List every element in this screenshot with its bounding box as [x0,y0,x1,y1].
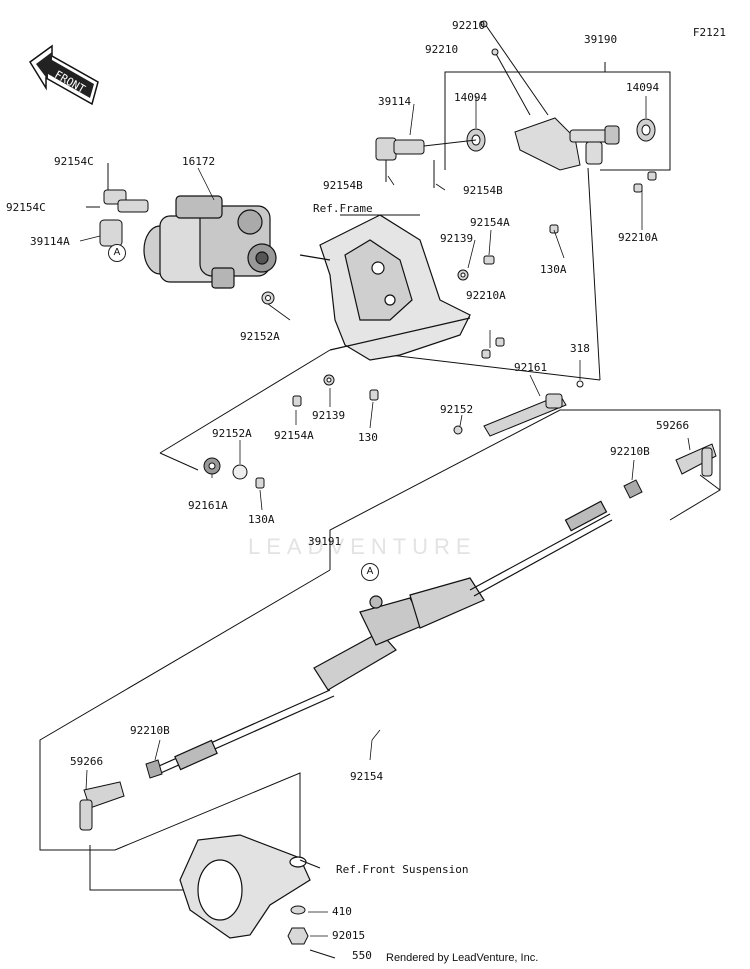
part-92154B-left[interactable]: 92154B [323,179,363,192]
part-130[interactable]: 130 [358,431,378,444]
group-bracket-39191 [39,409,721,851]
eps-motor-unit [143,195,277,289]
steering-rack [149,500,613,777]
part-92154B-right[interactable]: 92154B [463,184,503,197]
part-39114A[interactable]: 39114A [30,235,70,248]
part-92139-lower[interactable]: 92139 [312,409,346,422]
part-59266-left[interactable]: 59266 [70,755,104,768]
part-92152A-lower[interactable]: 92152A [212,427,252,440]
u-joint-39114 [375,137,477,188]
watermark: LEADVENTURE [248,534,477,559]
frame-reference-lines [159,167,601,471]
part-92161[interactable]: 92161 [514,361,548,374]
link-92161 [483,380,584,437]
part-92210-second[interactable]: 92210 [425,43,459,56]
ref-frame-label[interactable]: Ref.Frame [313,202,373,215]
part-92015[interactable]: 92015 [332,929,366,942]
lower-hardware [287,905,336,959]
part-318[interactable]: 318 [570,342,590,355]
part-92152A-upper[interactable]: 92152A [240,330,280,343]
frame-structure [299,214,471,361]
leader-lines [79,96,691,937]
steering-column [466,23,656,171]
steering-knuckle [179,834,321,939]
part-92210-top[interactable]: 92210 [452,19,486,32]
part-14094-right[interactable]: 14094 [626,81,660,94]
part-130A-upper[interactable]: 130A [540,263,567,276]
part-92154A-lower[interactable]: 92154A [274,429,314,442]
part-59266-right[interactable]: 59266 [656,419,690,432]
part-92210B-left[interactable]: 92210B [130,724,170,737]
part-92154C-left[interactable]: 92154C [6,201,46,214]
hardware [203,20,657,489]
part-92154A-upper[interactable]: 92154A [470,216,510,229]
u-joint-39114A [86,163,149,247]
part-92152[interactable]: 92152 [440,403,474,416]
part-16172[interactable]: 16172 [182,155,216,168]
group-bracket-39190 [444,62,671,171]
part-92139-upper[interactable]: 92139 [440,232,474,245]
part-92210A-mid[interactable]: 92210A [466,289,506,302]
ref-front-suspension-label[interactable]: Ref.Front Suspension [336,863,469,876]
diagram-code: F2121 [692,26,726,39]
part-92210B-right[interactable]: 92210B [610,445,650,458]
part-130A-lower[interactable]: 130A [248,513,275,526]
part-39191[interactable]: 39191 [308,535,342,548]
part-92154[interactable]: 92154 [350,770,384,783]
tie-rod-ends [79,443,717,831]
part-14094-left[interactable]: 14094 [454,91,488,104]
part-92154C-top[interactable]: 92154C [54,155,94,168]
part-410[interactable]: 410 [332,905,352,918]
suspension-reference-lines [89,772,301,891]
front-arrow: FRONT [28,44,99,106]
part-92210A-right[interactable]: 92210A [618,231,658,244]
callout-a-lower: A [361,563,379,581]
callout-a-upper: A [108,244,126,262]
credit-text: Rendered by LeadVenture, Inc. [386,952,539,964]
part-39190[interactable]: 39190 [584,33,618,46]
part-92161A[interactable]: 92161A [188,499,228,512]
part-39114[interactable]: 39114 [378,95,412,108]
part-550[interactable]: 550 [352,949,372,962]
